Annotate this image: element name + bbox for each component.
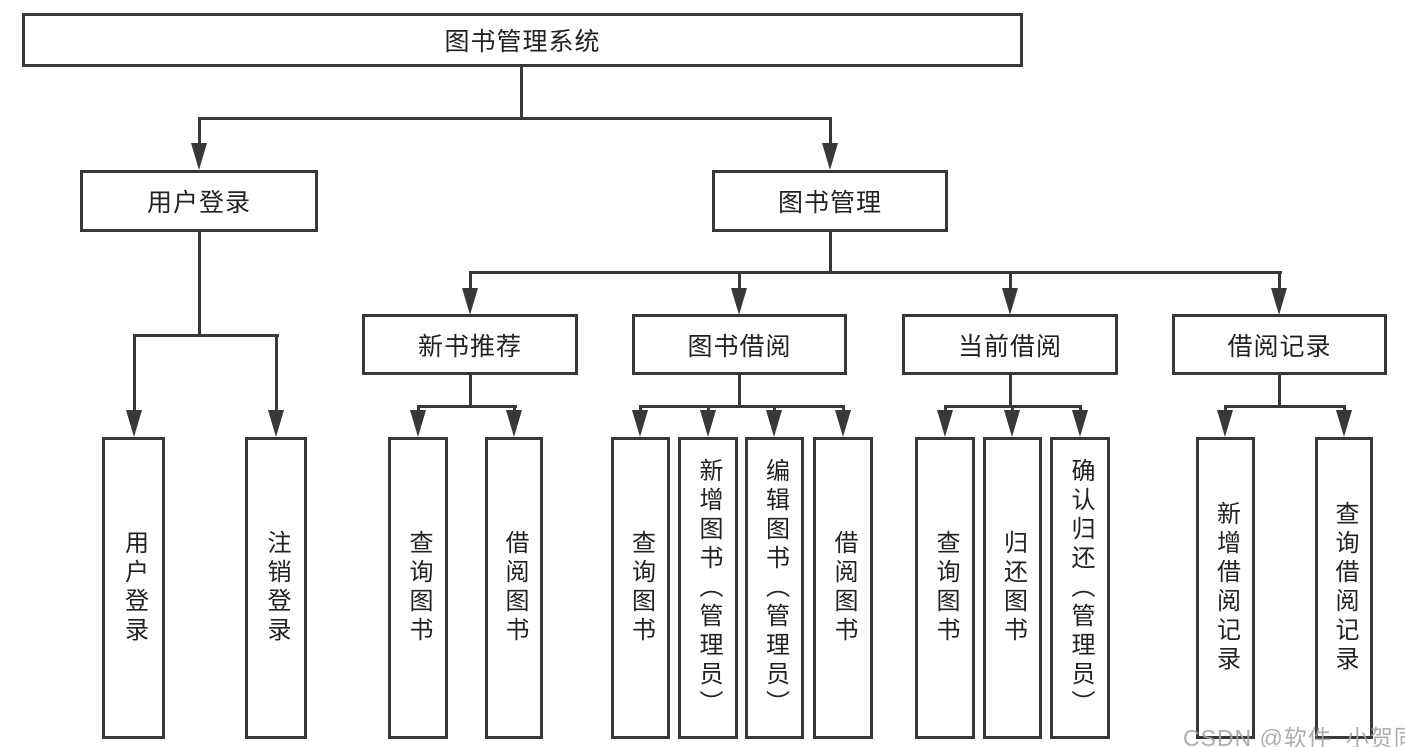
node-leaf-query-books-current: 查询图书 [915, 437, 975, 739]
edge-arrowhead [1271, 288, 1287, 315]
edge-arrowhead [937, 410, 953, 437]
edge-line [133, 334, 279, 337]
edge-arrowhead [462, 288, 478, 315]
node-borrowing-records: 借阅记录 [1172, 314, 1387, 375]
node-leaf-user-login: 用户登录 [102, 437, 165, 739]
edge-arrowhead [632, 410, 648, 437]
edge-line [417, 405, 517, 408]
edge-line [275, 334, 278, 414]
edge-line [1224, 405, 1346, 408]
node-leaf-add-borrow-record: 新增借阅记录 [1196, 437, 1255, 739]
edge-line [1009, 375, 1012, 408]
edge-arrowhead [191, 143, 207, 170]
edge-line [1278, 271, 1281, 291]
edge-line [198, 117, 832, 120]
edge-line [738, 271, 741, 291]
node-book-management: 图书管理 [712, 170, 948, 232]
node-new-book-recommendation: 新书推荐 [362, 314, 578, 375]
node-leaf-add-books-admin: 新增图书（管理员） [678, 437, 738, 739]
csdn-watermark: CSDN @软件_小贺同学 [1183, 725, 1405, 747]
edge-arrowhead [506, 410, 522, 437]
edge-arrowhead [1072, 410, 1088, 437]
node-leaf-query-books-recommend: 查询图书 [388, 437, 448, 739]
edge-arrowhead [822, 143, 838, 170]
edge-arrowhead [1002, 288, 1018, 315]
edge-line [133, 334, 136, 414]
edge-line [829, 117, 832, 145]
node-leaf-confirm-return-admin: 确认归还（管理员） [1050, 437, 1110, 739]
edge-line [198, 232, 201, 337]
edge-arrowhead [731, 288, 747, 315]
edge-line [639, 405, 845, 408]
edge-arrowhead [1217, 410, 1233, 437]
node-library-management-system: 图书管理系统 [22, 13, 1023, 67]
edge-arrowhead [268, 410, 284, 437]
edge-line [469, 375, 472, 408]
edge-arrowhead [1004, 410, 1020, 437]
node-leaf-logout: 注销登录 [245, 437, 307, 739]
edge-arrowhead [766, 410, 782, 437]
node-leaf-query-books-borrowing: 查询图书 [611, 437, 670, 739]
edge-line [198, 117, 201, 145]
edge-line [738, 375, 741, 408]
edge-line [1278, 375, 1281, 408]
node-leaf-query-borrow-record: 查询借阅记录 [1315, 437, 1373, 739]
edge-arrowhead [1336, 410, 1352, 437]
edge-line [469, 271, 472, 291]
node-user-login: 用户登录 [80, 170, 318, 232]
node-leaf-borrow-books-recommend: 借阅图书 [485, 437, 543, 739]
edge-line [1009, 271, 1012, 291]
edge-arrowhead [700, 410, 716, 437]
node-leaf-borrow-books-borrowing: 借阅图书 [813, 437, 873, 739]
edge-arrowhead [410, 410, 426, 437]
edge-arrowhead [835, 410, 851, 437]
edge-arrowhead [126, 410, 142, 437]
node-book-borrowing: 图书借阅 [632, 314, 847, 375]
edge-line [469, 271, 1282, 274]
edge-line [829, 232, 832, 274]
node-leaf-return-books: 归还图书 [983, 437, 1042, 739]
edge-line [520, 67, 523, 118]
node-leaf-edit-books-admin: 编辑图书（管理员） [745, 437, 804, 739]
node-current-borrowing: 当前借阅 [902, 314, 1118, 375]
